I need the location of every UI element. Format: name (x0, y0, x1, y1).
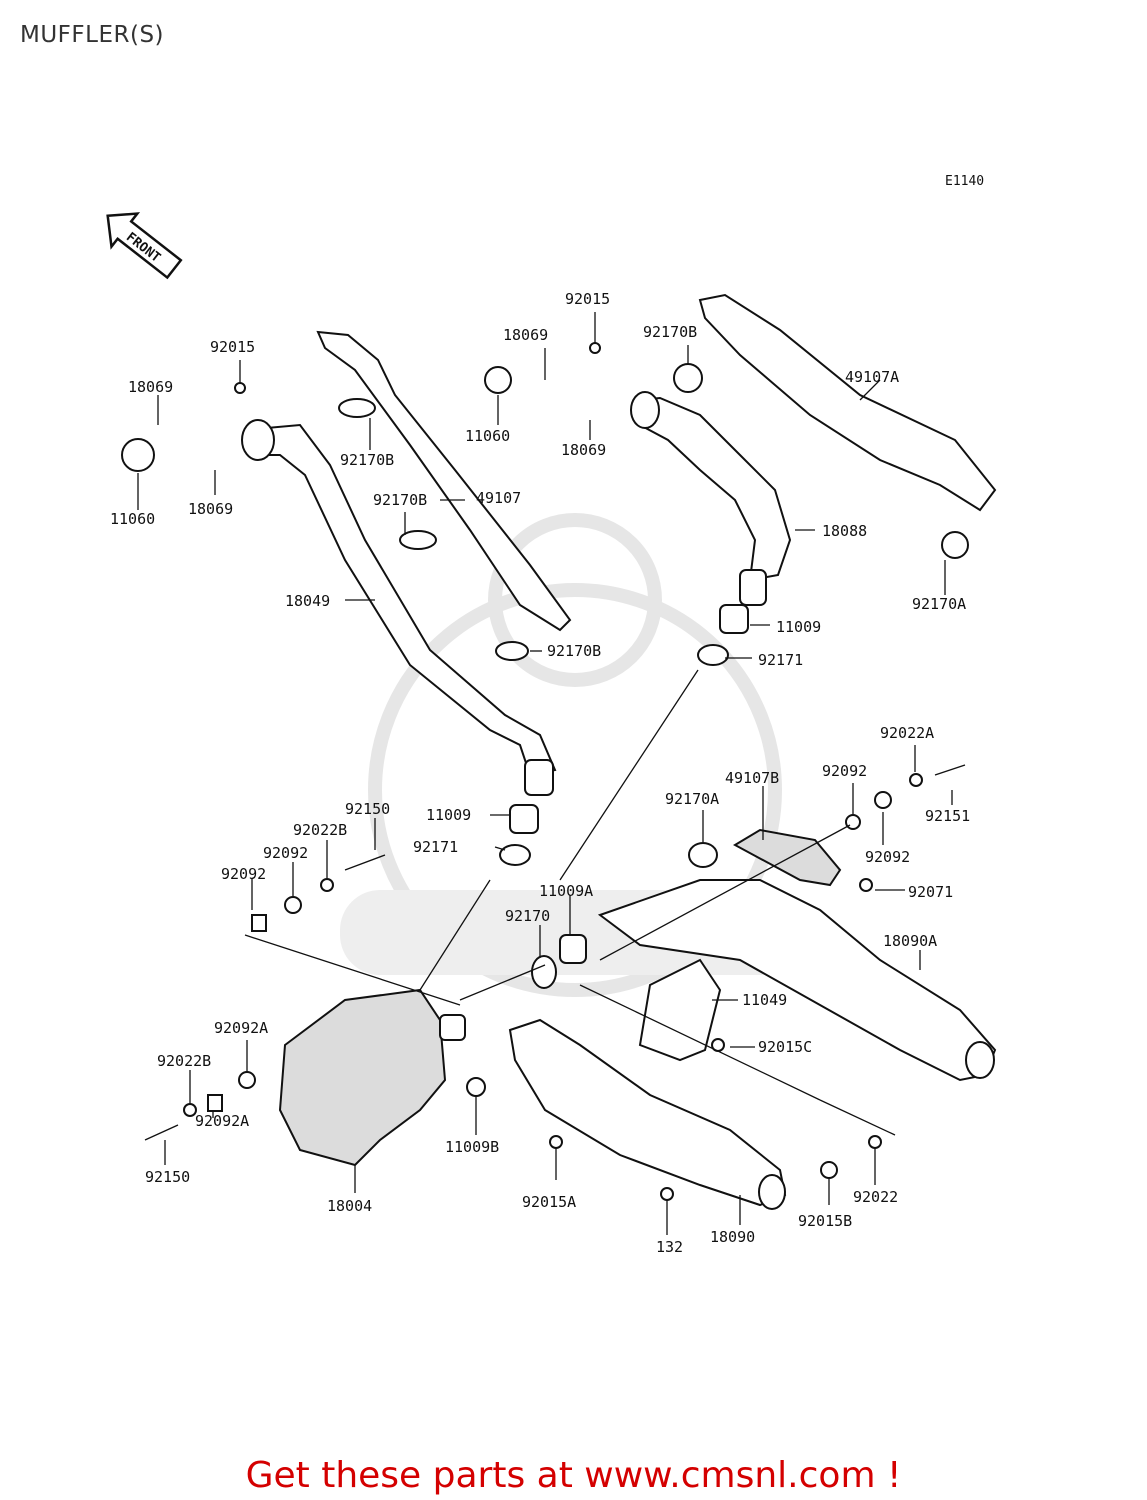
part-label: 11009 (776, 618, 821, 636)
diagram-code: E1140 (945, 174, 984, 189)
bracket-11049 (638, 958, 722, 1062)
part-label: 92170B (373, 491, 427, 509)
part-label: 11009 (426, 806, 471, 824)
chamber-18004 (278, 988, 447, 1167)
part-label: 11060 (110, 510, 155, 528)
footer-link[interactable]: Get these parts at www.cmsnl.com ! (245, 1455, 902, 1496)
part-label: 18004 (327, 1197, 372, 1215)
part-label: 18090 (710, 1228, 755, 1246)
part-label: 92071 (908, 883, 953, 901)
part-label: 18049 (285, 592, 330, 610)
heat-shield-49107a (698, 293, 997, 512)
exhaust-pipe-18088 (636, 396, 792, 582)
part-label: 92171 (758, 651, 803, 669)
part-label: 92092A (214, 1019, 268, 1037)
exploded-parts-diagram: E1140 FRONT (106, 174, 997, 1256)
part-label: 18069 (561, 441, 606, 459)
part-label: 92170B (340, 451, 394, 469)
front-arrow-icon: FRONT (106, 212, 183, 280)
part-label: 92151 (925, 807, 970, 825)
part-label: 92170B (547, 642, 601, 660)
part-label: 132 (656, 1238, 683, 1256)
part-label: 92015B (798, 1212, 852, 1230)
part-label: 49107 (476, 489, 521, 507)
part-label: 11049 (742, 991, 787, 1009)
part-label: 11009A (539, 882, 593, 900)
part-label: 92015 (210, 338, 255, 356)
part-label: 92022B (157, 1052, 211, 1070)
part-label: 18069 (503, 326, 548, 344)
heat-shield-49107b (732, 828, 842, 887)
part-label: 92022B (293, 821, 347, 839)
part-label: 18088 (822, 522, 867, 540)
part-label: 92022 (853, 1188, 898, 1206)
part-label: 92092 (822, 762, 867, 780)
part-label: 49107B (725, 769, 779, 787)
part-label: 92015 (565, 290, 610, 308)
part-label: 18090A (883, 932, 937, 950)
part-label: 92022A (880, 724, 934, 742)
part-label: 18069 (188, 500, 233, 518)
part-label: 92015A (522, 1193, 576, 1211)
part-label: 92092 (865, 848, 910, 866)
part-label: 92150 (345, 800, 390, 818)
part-label: 92092A (195, 1112, 249, 1130)
part-label: 92170A (665, 790, 719, 808)
part-label: 18069 (128, 378, 173, 396)
part-label: 92170B (643, 323, 697, 341)
part-labels: 92015 18069 11060 18069 92170B 92170B 49… (110, 290, 970, 1256)
part-label: 92171 (413, 838, 458, 856)
page-title: MUFFLER(S) (20, 22, 165, 48)
part-label: 92092 (263, 844, 308, 862)
leader-lines (137, 312, 953, 1235)
heat-shield-49107 (316, 330, 572, 632)
part-label: 11060 (465, 427, 510, 445)
part-label: 49107A (845, 368, 899, 386)
part-label: 11009B (445, 1138, 499, 1156)
part-label: 92170 (505, 907, 550, 925)
part-label: 92015C (758, 1038, 812, 1056)
part-label: 92150 (145, 1168, 190, 1186)
part-label: 92170A (912, 595, 966, 613)
part-label: 92092 (221, 865, 266, 883)
